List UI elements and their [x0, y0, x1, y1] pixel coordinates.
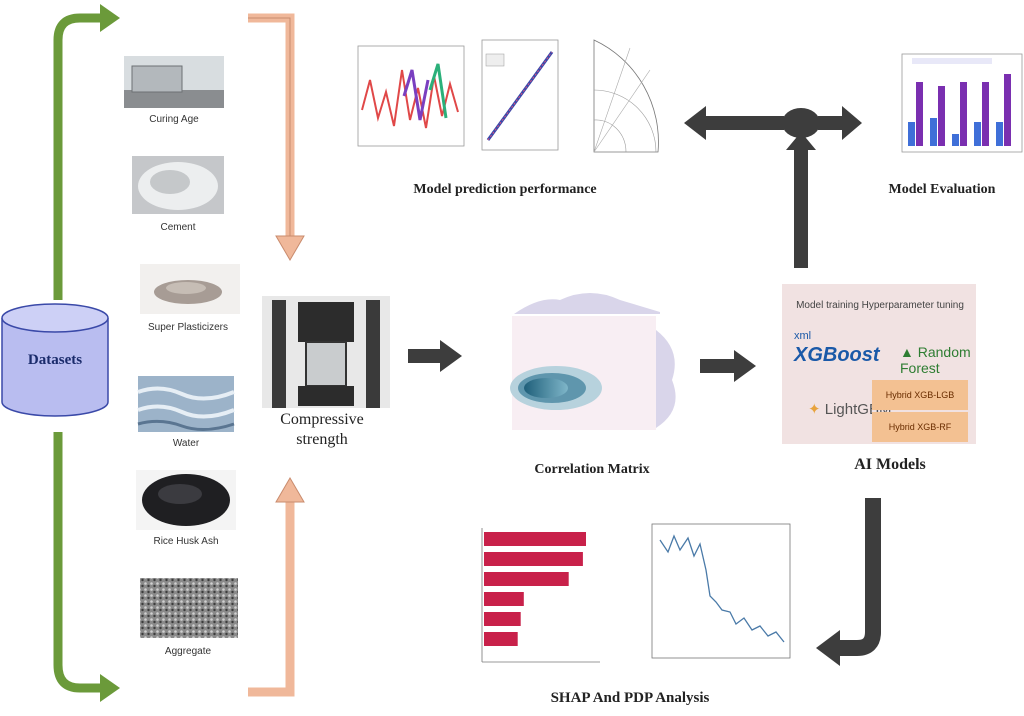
- ingredient-label-rice-husk-ash: Rice Husk Ash: [153, 536, 219, 547]
- green-arrow-bottom: [53, 432, 102, 693]
- green-arrowhead-bottom: [100, 674, 120, 702]
- salmon-arrow-bottom: [248, 500, 295, 697]
- salmon-arrowhead-down: [275, 235, 305, 261]
- shap-bar: [484, 552, 583, 566]
- dark-arrow-right-shaft: [818, 116, 844, 130]
- random-forest-logo: ▲ Random Forest: [900, 344, 976, 376]
- dark-arrow-bend-head: [816, 630, 840, 666]
- aggregate-image: [140, 578, 238, 638]
- evaluation-bar: [908, 122, 915, 146]
- dark-arrow-2-head: [734, 350, 756, 382]
- ingredient-label-curing-age: Curing Age: [149, 114, 199, 125]
- evaluation-bar: [952, 134, 959, 146]
- green-arrowhead-top: [100, 4, 120, 32]
- compressive-strength-label: Compressive strength: [280, 411, 364, 448]
- green-arrow-top: [53, 13, 102, 300]
- cement-image: [132, 156, 224, 214]
- water-image: [137, 376, 235, 432]
- evaluation-bar: [996, 122, 1003, 146]
- dark-arrow-up-head: [786, 132, 816, 150]
- junction-node: [782, 108, 820, 138]
- dark-arrow-left-shaft: [704, 116, 784, 130]
- database-icon: [1, 303, 109, 417]
- taylor-diagram: [593, 39, 659, 153]
- dark-arrow-up-shaft: [794, 146, 808, 268]
- evaluation-bar: [960, 82, 967, 146]
- model-prediction-label: Model prediction performance: [413, 182, 597, 197]
- salmon-arrow-top-edge: [248, 17, 291, 238]
- model-evaluation-label: Model Evaluation: [888, 182, 996, 197]
- ingredient-label-water: Water: [172, 438, 200, 449]
- xgboost-logo: XGBoost: [794, 344, 880, 366]
- prediction-scatter-chart: [481, 39, 559, 151]
- curing-age-image: [124, 56, 224, 108]
- salmon-arrow-top: [248, 13, 295, 238]
- ingredient-label-cement: Cement: [160, 222, 196, 233]
- salmon-arrowhead-up: [275, 477, 305, 503]
- prediction-line-chart: [357, 45, 465, 147]
- shap-bar: [484, 592, 524, 606]
- dark-arrow-1-shaft: [408, 349, 442, 363]
- evaluation-bar: [938, 86, 945, 146]
- compression-machine-image: [262, 296, 390, 408]
- ingredient-label-aggregate: Aggregate: [164, 646, 212, 657]
- evaluation-bar: [916, 82, 923, 146]
- dark-arrow-bend: [838, 498, 881, 656]
- ai-models-header: Model training Hyperparameter tuning: [796, 300, 964, 311]
- evaluation-bar: [1004, 74, 1011, 146]
- hybrid-xgb-rf-badge: Hybrid XGB-RF: [872, 412, 968, 442]
- hybrid-xgb-lgb-badge: Hybrid XGB-LGB: [872, 380, 968, 410]
- evaluation-bar: [974, 122, 981, 146]
- random-forest-text: Random Forest: [900, 344, 971, 376]
- shap-bar-chart: [481, 528, 600, 663]
- evaluation-bar: [982, 82, 989, 146]
- shap-bar: [484, 612, 521, 626]
- datasets-label: Datasets: [27, 352, 83, 368]
- shap-bar: [484, 632, 518, 646]
- pdp-line-chart: [651, 523, 791, 659]
- model-evaluation-chart: [901, 53, 1023, 153]
- dark-arrow-left-head: [684, 106, 706, 140]
- correlation-matrix-label: Correlation Matrix: [534, 462, 650, 477]
- xgboost-prefix: xml: [794, 330, 812, 342]
- shap-bar: [484, 572, 569, 586]
- ingredient-label-super-plasticizers: Super Plasticizers: [147, 322, 229, 333]
- dark-arrow-right-head: [842, 106, 862, 140]
- rice-husk-ash-image: [136, 470, 236, 530]
- shap-pdp-label: SHAP And PDP Analysis: [550, 690, 710, 706]
- dark-arrow-2-shaft: [700, 359, 736, 373]
- correlation-plot: [510, 293, 676, 430]
- ai-models-label: AI Models: [854, 456, 926, 473]
- shap-bar: [484, 532, 586, 546]
- dark-arrow-1-head: [440, 340, 462, 372]
- lightgbm-icon: ✦: [808, 401, 821, 418]
- super-plasticizer-image: [140, 264, 240, 314]
- ai-models-panel: Model training Hyperparameter tuning xml…: [782, 284, 976, 444]
- evaluation-bar: [930, 118, 937, 146]
- tree-icon: ▲: [900, 344, 914, 360]
